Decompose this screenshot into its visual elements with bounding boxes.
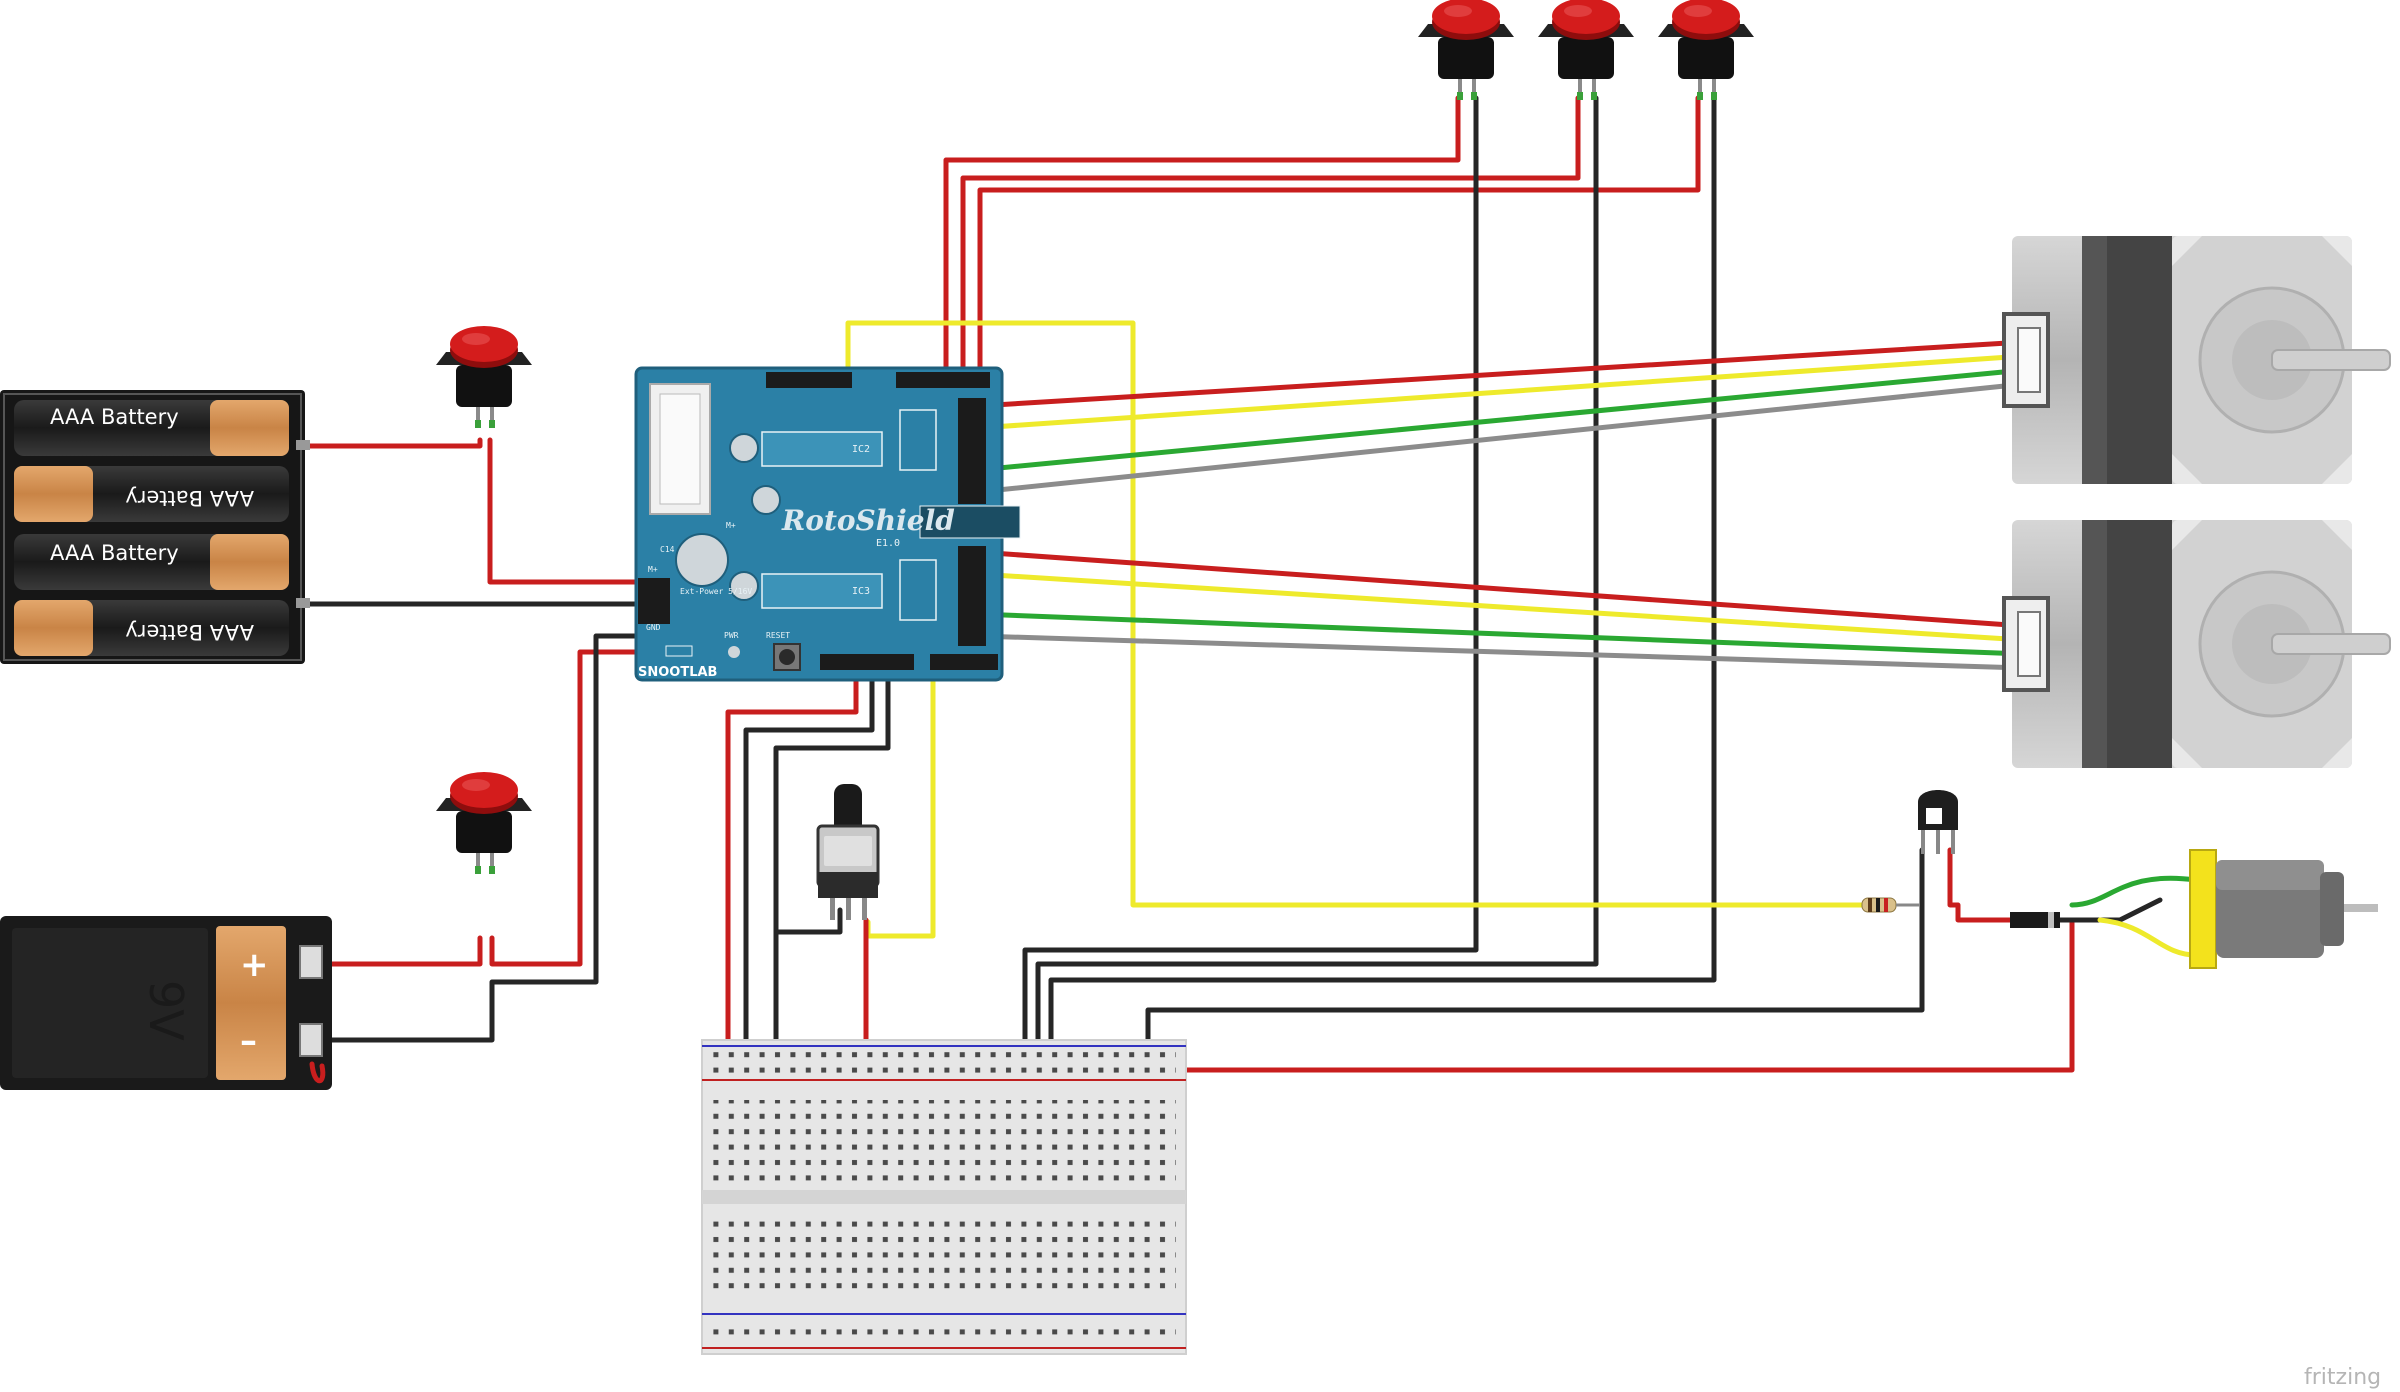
potentiometer (816, 784, 880, 920)
wire-stepper2-red (975, 549, 2027, 629)
pwr-label: PWR (724, 631, 739, 640)
ext-power-label: Ext-Power 5/16V (680, 587, 752, 596)
wire-stepper2-gray (975, 633, 2027, 671)
aaa-cell-3: AAA Battery (14, 534, 289, 590)
stepper-motor-1 (2002, 234, 2392, 486)
wire-red-5v-breadboard (725, 667, 859, 1057)
wire-stepper1-red (975, 339, 2027, 409)
wire-green-motor (2069, 875, 2199, 908)
wire-stepper2-green (975, 611, 2027, 657)
reset-label: RESET (766, 631, 790, 640)
wire-red-button-2 (960, 95, 1581, 383)
wire-yellow-transistor (845, 320, 1865, 908)
wire-stepper1-green (975, 367, 2027, 473)
wire-red-button-1 (943, 95, 1461, 383)
aaa-cell-2-label: AAA Battery (125, 486, 254, 510)
wire-stepper2-yellow (975, 571, 2027, 643)
wire-stepper1-yellow (975, 353, 2027, 431)
aaa-cell-3-label: AAA Battery (50, 541, 179, 565)
resistor (1861, 897, 1920, 913)
wire-black-button-1 (1022, 95, 1479, 1057)
wire-red-9v-button (489, 649, 643, 967)
plus-terminal-label: + (240, 945, 269, 985)
breadboard (701, 1039, 1187, 1355)
transistor (1918, 790, 1958, 854)
wires (307, 95, 2199, 1073)
aaa-cell-4: AAA Battery (14, 600, 289, 656)
mplus-terminal-label: M+ (648, 565, 658, 574)
wire-red-button-3 (977, 95, 1701, 383)
c14-label: C14 (660, 545, 675, 554)
wire-black-pot (773, 907, 843, 1057)
shield-version: E1.0 (876, 538, 900, 549)
ic2-label: IC2 (852, 444, 870, 455)
aaa-cell-4-label: AAA Battery (125, 620, 254, 644)
shield-maker: SNOOTLAB (638, 665, 717, 680)
nine-volt-lead (309, 1061, 326, 1084)
wire-black-button-3 (1048, 95, 1717, 1057)
aaa-cell-1: AAA Battery (14, 400, 289, 456)
aaa-cell-1-label: AAA Battery (50, 405, 179, 429)
wire-black-diode-motor (2057, 897, 2163, 923)
push-button-top-2 (1538, 0, 1634, 100)
wire-red-9v (319, 935, 483, 967)
wire-red-transistor-diode (1947, 847, 2013, 923)
fritzing-watermark: fritzing (2304, 1365, 2381, 1390)
nine-volt-battery: 9V + – (0, 916, 332, 1090)
wire-red-diode-breadboard (1131, 917, 2075, 1073)
push-button-top-3 (1658, 0, 1754, 100)
stepper-motor-2 (2002, 518, 2392, 770)
rotoshield-board: IC2 IC3 RotoShield E1.0 SNOOTLAB RESET P… (634, 366, 1021, 682)
push-button-top-1 (1418, 0, 1514, 100)
aaa-battery-pack: AAA Battery AAA Battery AAA Battery AAA … (0, 390, 310, 664)
dc-motor (2189, 849, 2378, 969)
push-button-9v (436, 772, 532, 874)
minus-terminal-label: – (240, 1021, 257, 1061)
wire-red-aaa (307, 437, 483, 449)
aaa-cell-2: AAA Battery (14, 466, 289, 522)
push-button-aaa (436, 326, 532, 428)
wire-black-transistor (1145, 847, 1925, 1057)
nine-volt-label: 9V (139, 980, 193, 1041)
wire-black-gnd2-breadboard (773, 667, 891, 1057)
wire-red-aaa-shield (487, 437, 643, 585)
ic3-label: IC3 (852, 586, 870, 597)
gnd-terminal-label: GND (646, 623, 661, 632)
m-plus-label: M+ (726, 521, 736, 530)
wire-yellow-motor (2097, 917, 2199, 958)
wire-black-gnd-breadboard (743, 667, 875, 1057)
wire-black-button-2 (1035, 95, 1599, 1057)
wire-black-9v (319, 633, 643, 1043)
shield-name: RotoShield (781, 504, 955, 537)
diode (2010, 912, 2060, 928)
wire-stepper1-gray (975, 381, 2027, 495)
